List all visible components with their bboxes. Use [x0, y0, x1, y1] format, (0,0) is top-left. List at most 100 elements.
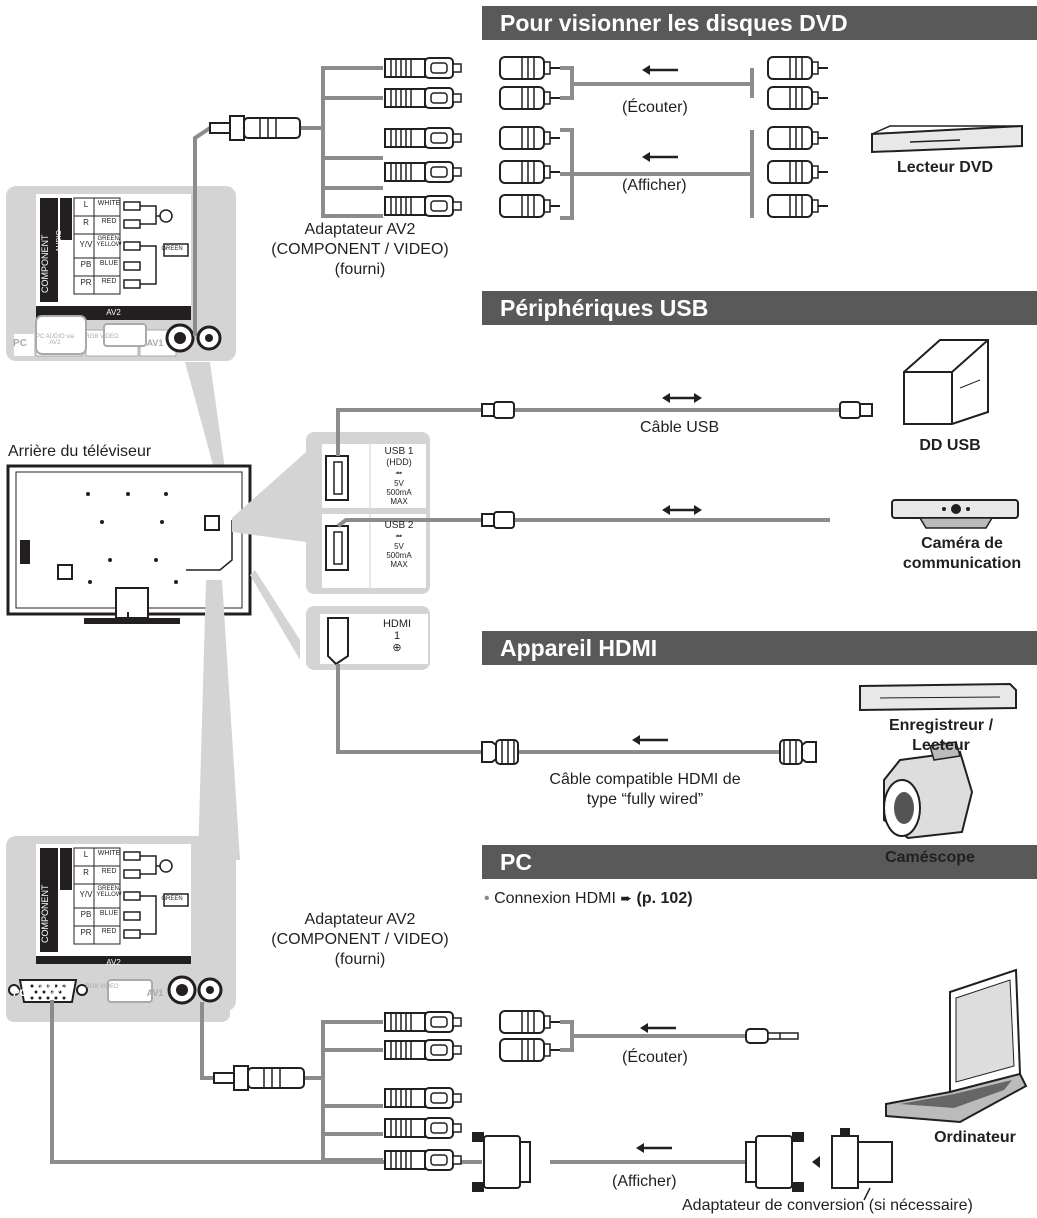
panel-row-r: R	[83, 868, 89, 877]
communication-camera-icon	[891, 499, 1019, 529]
section-dvd-banner: Pour visionner les disques DVD	[482, 6, 1037, 40]
laptop-icon	[885, 968, 1028, 1124]
panel-row-l: L	[83, 850, 89, 859]
camera-line2: communication	[902, 555, 1022, 572]
camcorder-label: Caméscope	[885, 849, 975, 866]
panel-component-label: COMPONENT	[40, 234, 50, 294]
listen-dvd-label: (Écouter)	[622, 99, 688, 116]
panel-av2-label: AV2	[106, 958, 121, 967]
camcorder-icon	[883, 741, 974, 840]
vga-port-icon	[8, 979, 88, 1003]
usb2-port-label: USB 2 ⭼ 5V 500mA MAX	[372, 520, 426, 569]
hdmi-port-label: HDMI 1 ⊕	[370, 618, 424, 654]
usb-hdd-label: DD USB	[919, 437, 981, 454]
camera-line1: Caméra de	[921, 535, 1003, 552]
usb1-port-label: USB 1 (HDD) ⭼ 5V 500mA MAX	[372, 446, 426, 506]
panel-green-label: GREEN	[161, 896, 183, 902]
panel-av1-label: AV1	[146, 338, 164, 348]
panel-row-r-color: RED	[101, 868, 117, 875]
usb-hdd-icon	[903, 339, 989, 425]
panel-row-l: L	[83, 200, 89, 209]
panel-row-pb: PB	[80, 260, 92, 269]
section-hdmi-banner: Appareil HDMI	[482, 631, 1037, 665]
hdmi-cable-label: Câble compatible HDMI de type “fully wir…	[530, 770, 760, 810]
hdmi-number: 1	[393, 630, 401, 642]
hdmi-note-ref[interactable]: (p. 102)	[636, 890, 693, 907]
panel-row-pr: PR	[80, 278, 92, 287]
dvd-player-icon	[871, 124, 1023, 154]
av2-panel-bottom: COMPONENT L WHITE R RED Y/V GREEN/ YELLO…	[13, 836, 236, 1016]
section-usb-banner: Périphériques USB	[482, 291, 1037, 325]
hdmi-note-text: Connexion HDMI	[494, 890, 616, 907]
panel-av1-label: AV1	[146, 988, 164, 998]
display-dvd-label: (Afficher)	[622, 177, 687, 194]
panel-row-yv: Y/V	[79, 890, 93, 899]
bullet-icon: •	[484, 890, 490, 907]
recorder-line2: Lecteur	[912, 737, 970, 754]
panel-row-pr: PR	[80, 928, 92, 937]
panel-row-yv: Y/V	[79, 240, 93, 249]
usb-cable-label: Câble USB	[640, 419, 720, 436]
recorder-icon	[859, 682, 1017, 712]
hdmi-name: HDMI	[382, 618, 412, 630]
hdmi-cable-line1: Câble compatible HDMI de	[549, 771, 741, 788]
panel-row-pb-color: BLUE	[99, 260, 119, 267]
panel-row-pb-color: BLUE	[99, 910, 119, 917]
usb1-current: 500mA	[386, 488, 412, 497]
panel-audio-label: AUDIO	[56, 230, 63, 253]
adapter-top-line3: (fourni)	[334, 261, 386, 278]
adapter-top-line2: (COMPONENT / VIDEO)	[271, 241, 449, 258]
panel-rgb-video-label: RGB VIDEO	[85, 334, 119, 340]
panel-row-r: R	[83, 218, 89, 227]
panel-row-yv-color: GREEN/ YELLOW	[96, 236, 122, 248]
input-icon: ⊕	[392, 642, 402, 654]
panel-pc-label: PC	[13, 988, 27, 999]
panel-row-yv-color: GREEN/ YELLOW	[96, 886, 122, 898]
panel-av2-label: AV2	[106, 308, 121, 317]
usb2-current: 500mA	[386, 551, 412, 560]
conversion-adapter-icon	[831, 1128, 893, 1201]
usb2-name: USB 2	[384, 520, 414, 531]
section-pc-banner: PC	[482, 845, 1037, 879]
panel-row-pb: PB	[80, 910, 92, 919]
arrow-right-icon: ➨	[620, 890, 633, 906]
camera-label: Caméra de communication	[888, 534, 1036, 574]
recorder-line1: Enregistreur /	[888, 717, 994, 734]
adapter-bottom-label: Adaptateur AV2 (COMPONENT / VIDEO) (four…	[240, 910, 480, 970]
usb1-volt: 5V	[394, 479, 404, 488]
panel-green-label: GREEN	[161, 246, 183, 252]
panel-row-l-color: WHITE	[97, 850, 121, 857]
usb2-volt: 5V	[394, 542, 404, 551]
panel-row-l-color: WHITE	[97, 200, 121, 207]
hdmi-cable-line2: type “fully wired”	[586, 791, 704, 808]
adapter-top-label: Adaptateur AV2 (COMPONENT / VIDEO) (four…	[240, 220, 480, 280]
adapter-bottom-line2: (COMPONENT / VIDEO)	[271, 931, 449, 948]
usb-symbol-icon: ⭼	[395, 531, 403, 542]
usb-symbol-icon: ⭼	[395, 468, 403, 479]
listen-pc-label: (Écouter)	[622, 1049, 688, 1066]
panel-pc-audio-label: PC AUDIO via AV2	[35, 984, 74, 996]
panel-row-r-color: RED	[101, 218, 117, 225]
panel-component-label: COMPONENT	[40, 884, 50, 944]
hdmi-note: • Connexion HDMI ➨ (p. 102)	[484, 888, 693, 909]
usb1-name: USB 1	[384, 446, 414, 457]
panel-rgb-video-label: RGB VIDEO	[85, 984, 119, 990]
panel-row-pr-color: RED	[101, 278, 117, 285]
usb1-max: MAX	[390, 497, 408, 506]
conversion-adapter-label: Adaptateur de conversion (si nécessaire)	[682, 1197, 973, 1214]
computer-label: Ordinateur	[934, 1129, 1016, 1146]
adapter-bottom-line3: (fourni)	[334, 951, 386, 968]
adapter-top-line1: Adaptateur AV2	[304, 221, 416, 238]
usb2-max: MAX	[390, 560, 408, 569]
panel-pc-label: PC	[13, 338, 27, 349]
panel-pc-audio-label: PC AUDIO via AV2	[35, 334, 74, 346]
recorder-label: Enregistreur / Lecteur	[866, 716, 1016, 756]
av2-panel-top: COMPONENT AUDIO L WHITE R RED Y/V GREEN/…	[13, 186, 236, 366]
usb1-hdd: (HDD)	[386, 457, 412, 467]
panel-row-pr-color: RED	[101, 928, 117, 935]
adapter-bottom-line1: Adaptateur AV2	[304, 911, 416, 928]
dvd-player-label: Lecteur DVD	[896, 159, 994, 176]
display-pc-label: (Afficher)	[612, 1173, 677, 1190]
